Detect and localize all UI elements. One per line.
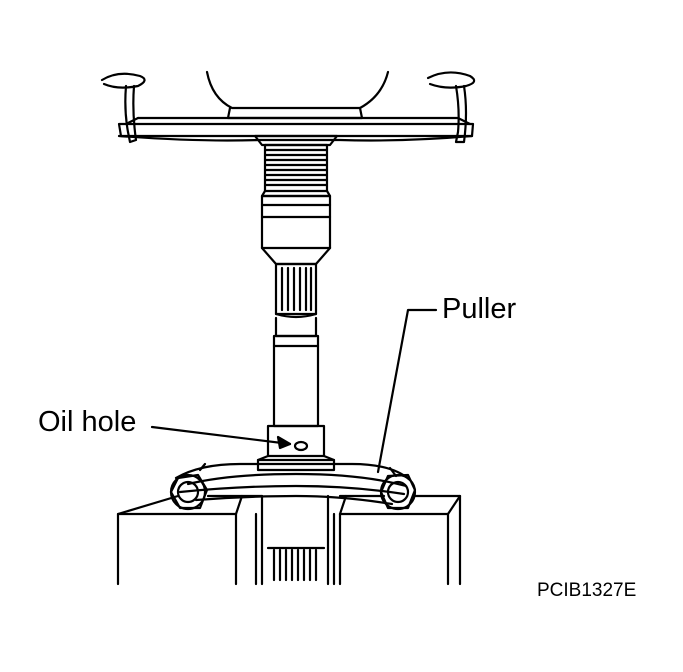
right-clip [426, 71, 476, 144]
figure-code: PCIB1327E [537, 580, 637, 601]
threaded-shaft [253, 134, 339, 198]
oil-hole-leader-line [150, 425, 292, 446]
plain-shaft [272, 316, 320, 428]
puller-bar [169, 462, 417, 511]
left-clip [100, 72, 146, 144]
oil-hole-arrowhead [276, 435, 292, 450]
hub-assembly [117, 70, 475, 142]
shaft-collar [260, 194, 332, 266]
splined-shaft [274, 262, 318, 319]
puller-label: Puller [442, 293, 517, 325]
puller-leader-line [376, 308, 438, 474]
oil-hole-marker [293, 440, 309, 452]
press-base [116, 494, 462, 586]
oil-hole-label: Oil hole [38, 406, 137, 438]
oil-hole-ring [256, 424, 336, 472]
leader-lines [150, 308, 438, 474]
lower-splines [266, 546, 326, 582]
